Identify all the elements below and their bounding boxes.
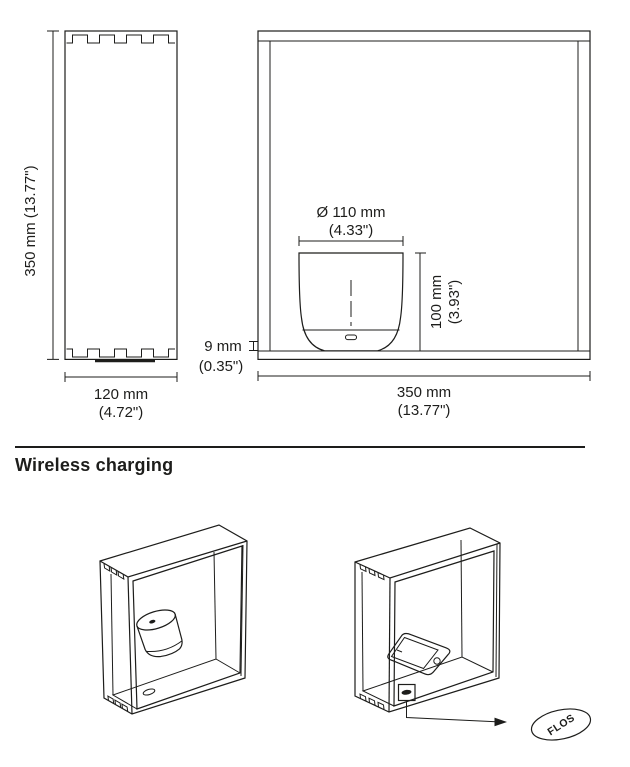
cylinder-lamp-rim-line <box>145 640 183 653</box>
lamp-frame-right-panel-edge <box>240 544 244 677</box>
phone-frame-silhouette <box>354 527 501 713</box>
lamp-frame-front-left-edge <box>127 576 133 715</box>
phone-frame-interior-edges <box>361 539 494 707</box>
lamp-height-dimension: 100 mm (3.93") <box>415 252 463 352</box>
illustration-lamp-in-frame <box>99 524 248 715</box>
lamp-frame-finger-joints <box>103 563 129 712</box>
side-view-bottom-finger-joints <box>66 348 175 358</box>
front-view-lamp <box>298 252 404 352</box>
lamp-diameter-in-label: (4.33") <box>329 222 374 239</box>
lamp-diameter-dimension: Ø 110 mm (4.33") <box>298 204 404 246</box>
lamp-outline <box>298 252 404 352</box>
front-view-outer-outline <box>257 30 591 360</box>
side-width-dimension: 120 mm (4.72") <box>64 372 178 421</box>
front-view-frame <box>257 30 591 360</box>
side-width-in-label: (4.72") <box>99 404 144 421</box>
brand-badge-oval <box>530 708 592 741</box>
cylinder-lamp <box>136 609 183 658</box>
cylinder-lamp-body <box>136 613 183 658</box>
frame-thickness-dimension: 9 mm (0.35") <box>199 338 258 375</box>
smartphone <box>387 632 451 676</box>
side-view-frame <box>64 30 178 363</box>
section-divider <box>15 446 585 448</box>
lamp-frame-interior-edges <box>110 551 241 710</box>
illustration-phone-in-frame: FLOS <box>354 527 592 741</box>
frame-thickness-mm-label: 9 mm <box>204 338 242 355</box>
smartphone-home-button <box>433 657 441 665</box>
lamp-frame-floor-hole <box>142 688 156 696</box>
side-view-top-finger-joints <box>66 34 175 44</box>
brand-badge: FLOS <box>530 708 592 741</box>
callout-arrow <box>406 700 507 727</box>
side-width-mm-label: 120 mm <box>94 386 148 403</box>
side-height-label: 350 mm (13.77") <box>22 165 39 276</box>
phone-frame-right-panel-edge <box>495 543 498 678</box>
lamp-height-mm-label: 100 mm <box>428 275 445 329</box>
lamp-height-in-label: (3.93") <box>446 280 463 325</box>
charging-spot-hole <box>401 689 412 695</box>
front-width-in-label: (13.77") <box>398 402 451 419</box>
phone-frame-front-left-edge <box>388 577 391 713</box>
front-width-dimension: 350 mm (13.77") <box>257 371 591 419</box>
frame-thickness-in-label: (0.35") <box>199 358 244 375</box>
cylinder-lamp-hole <box>149 619 156 624</box>
lamp-diameter-mm-label: Ø 110 mm <box>317 204 386 221</box>
lamp-slot <box>345 334 357 341</box>
smartphone-speaker-slot <box>396 649 403 653</box>
callout-arrowhead <box>494 717 507 727</box>
brand-badge-label: FLOS <box>545 712 577 738</box>
side-view-outline <box>64 30 178 360</box>
front-width-mm-label: 350 mm <box>397 384 451 401</box>
section-heading: Wireless charging <box>15 455 174 475</box>
phone-frame-finger-joints <box>359 564 385 710</box>
smartphone-outline <box>387 632 451 676</box>
side-height-dimension: 350 mm (13.77") <box>22 30 59 360</box>
smartphone-screen <box>390 636 439 670</box>
